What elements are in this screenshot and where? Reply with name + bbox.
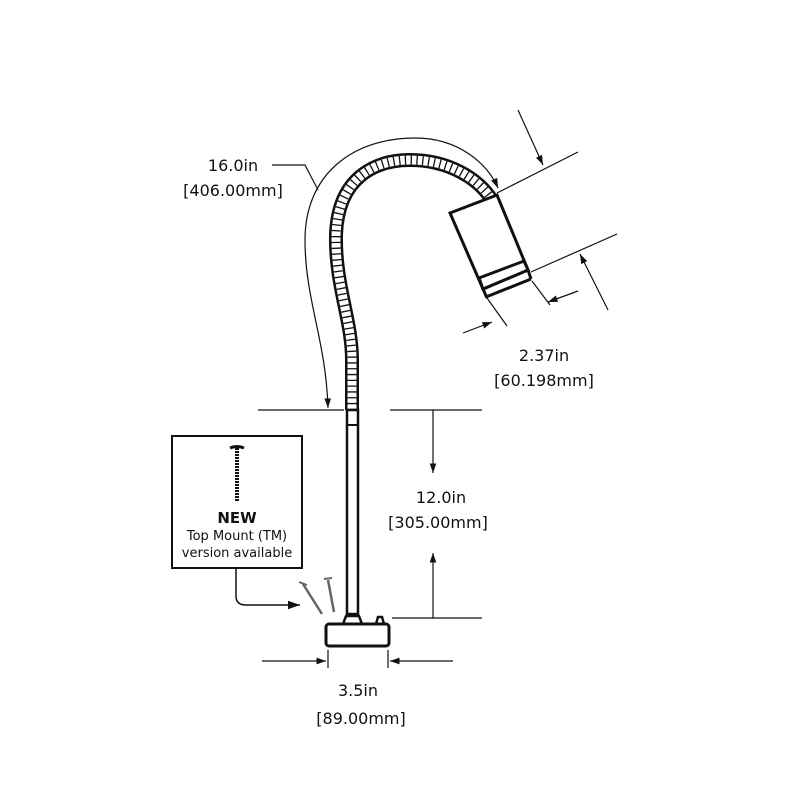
gooseneck-length-dimension bbox=[272, 137, 499, 409]
gooseneck-length-imperial: 16.0in bbox=[208, 156, 258, 175]
head-diameter-metric: [60.198mm] bbox=[494, 371, 594, 390]
base-width-metric: [89.00mm] bbox=[316, 709, 405, 728]
callout-line-1: Top Mount (TM) bbox=[186, 529, 287, 544]
base bbox=[324, 614, 391, 648]
lamp-head bbox=[447, 193, 533, 299]
screw-icon bbox=[229, 445, 245, 502]
base-width-dimension bbox=[262, 650, 453, 668]
head-dimension bbox=[462, 109, 618, 334]
callout-line-2: version available bbox=[182, 546, 292, 561]
gooseneck bbox=[328, 152, 498, 410]
rod-height-dimension bbox=[258, 409, 482, 619]
callout-title: NEW bbox=[217, 509, 257, 527]
rod-height-metric: [305.00mm] bbox=[388, 513, 488, 532]
top-mount-callout: NEW Top Mount (TM) version available bbox=[171, 435, 303, 610]
rod-height-imperial: 12.0in bbox=[416, 488, 466, 507]
base-width-imperial: 3.5in bbox=[338, 681, 378, 700]
callout-leader bbox=[235, 568, 300, 610]
gooseneck-length-metric: [406.00mm] bbox=[183, 181, 283, 200]
nails-icon bbox=[298, 577, 336, 615]
rod bbox=[345, 408, 360, 618]
head-diameter-imperial: 2.37in bbox=[519, 346, 569, 365]
